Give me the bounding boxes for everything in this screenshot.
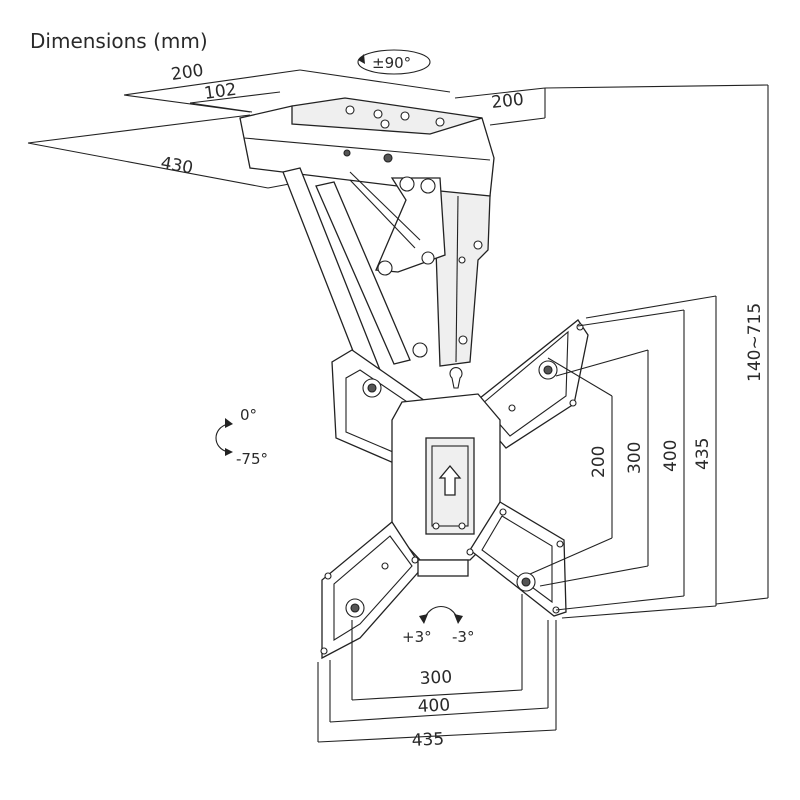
vesa-300-right-label: 300 [625,442,645,474]
right-dimensions [529,85,769,619]
vesa-200-label: 200 [589,446,609,478]
ceiling-plate-dimensions [27,69,769,189]
vesa-435-bottom-label: 435 [411,729,444,751]
swivel-rotation-icon [357,49,431,75]
vesa-300-bottom-label: 300 [419,667,452,689]
plate-length-label: 430 [159,153,194,178]
vesa-435-right-label: 435 [693,438,713,470]
plate-inner-label: 102 [203,80,238,104]
vesa-plate [320,319,589,660]
level-plus-label: +3° [402,628,432,646]
tilt-rotation-icon [215,418,233,456]
tilt-upper-label: 0° [240,406,257,424]
height-range-label: 140~715 [745,303,765,382]
tilt-lower-label: -75° [236,450,268,468]
ceiling-plate [239,97,495,199]
mount-arm [282,167,491,389]
swivel-label: ±90° [372,54,411,72]
vesa-400-bottom-label: 400 [417,695,450,717]
bottom-dimensions [317,594,557,743]
diagram-title: Dimensions (mm) [30,29,208,53]
level-minus-label: -3° [452,628,474,646]
plate-depth-label: 200 [490,90,524,113]
plate-width-label: 200 [170,61,205,85]
vesa-400-right-label: 400 [661,440,681,472]
level-rotation-icon [419,605,463,624]
